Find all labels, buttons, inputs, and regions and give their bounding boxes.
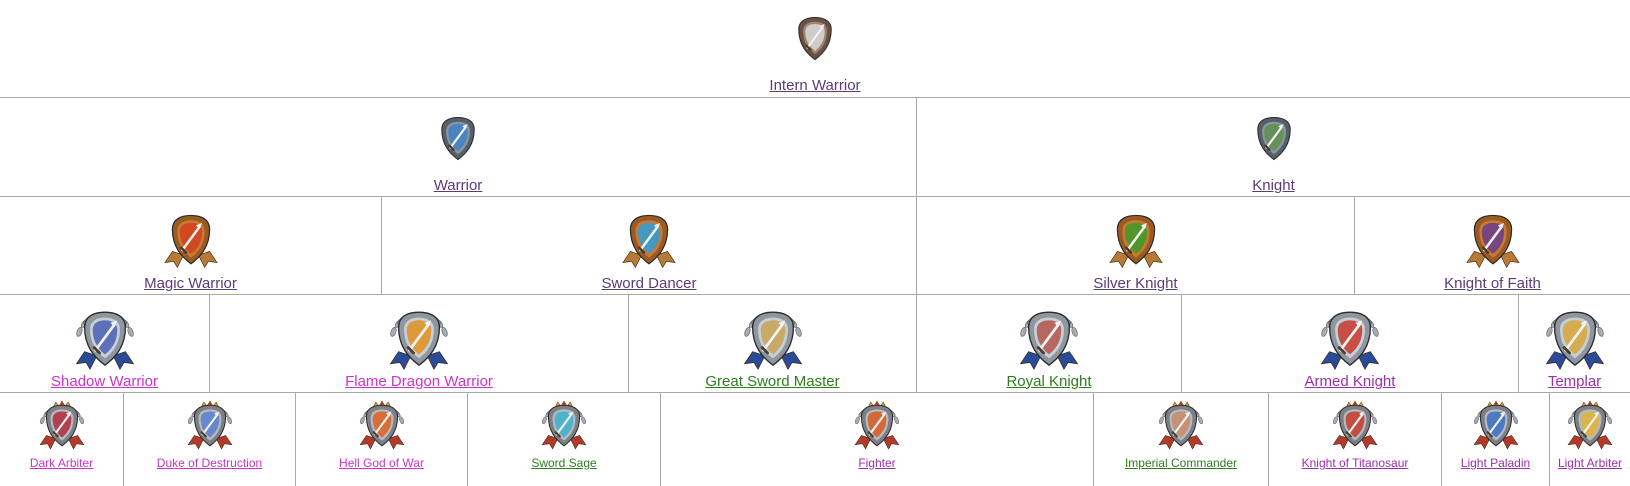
class-link-flame-dragon-warrior[interactable]: Flame Dragon Warrior	[345, 373, 493, 390]
starry-lance-icon[interactable]	[1462, 208, 1524, 270]
class-node-fighter[interactable]: Fighter	[660, 393, 1093, 486]
class-node-shadow-warrior[interactable]: Shadow Warrior	[0, 295, 209, 393]
class-link-sword-dancer[interactable]: Sword Dancer	[601, 275, 697, 292]
tier-row-1: Intern Warrior	[0, 0, 1630, 97]
shadow-warrior-icon[interactable]	[71, 304, 139, 372]
light-arbiter-icon[interactable]	[1564, 399, 1616, 451]
class-link-light-arbiter[interactable]: Light Arbiter	[1557, 456, 1623, 470]
sword-sage-icon[interactable]	[538, 399, 590, 451]
class-link-royal-knight[interactable]: Royal Knight	[1006, 373, 1092, 390]
fighter-icon[interactable]	[851, 399, 903, 451]
class-node-flame-dragon-warrior[interactable]: Flame Dragon Warrior	[209, 295, 628, 393]
class-link-silver-knight[interactable]: Silver Knight	[1093, 275, 1178, 292]
class-link-magic-warrior[interactable]: Magic Warrior	[144, 275, 237, 292]
class-link-intern-warrior[interactable]: Intern Warrior	[769, 77, 861, 94]
imperial-commander-icon[interactable]	[1155, 399, 1207, 451]
class-node-warrior[interactable]: Warrior	[0, 98, 916, 197]
class-node-hell-god-of-war[interactable]: Hell God of War	[295, 393, 467, 486]
dark-arbiter-icon[interactable]	[36, 399, 88, 451]
class-node-dark-arbiter[interactable]: Dark Arbiter	[0, 393, 123, 486]
class-node-intern-warrior[interactable]: Intern Warrior	[0, 0, 1630, 97]
armed-knight-icon[interactable]	[1316, 304, 1384, 372]
class-node-knight-of-titanosaur[interactable]: Knight of Titanosaur	[1268, 393, 1441, 486]
class-node-templar[interactable]: Templar	[1518, 295, 1630, 393]
dagger-icon[interactable]	[788, 11, 842, 65]
hell-god-icon[interactable]	[356, 399, 408, 451]
class-node-light-paladin[interactable]: Light Paladin	[1441, 393, 1549, 486]
class-link-armed-knight[interactable]: Armed Knight	[1304, 373, 1396, 390]
class-node-great-sword-master[interactable]: Great Sword Master	[628, 295, 916, 393]
great-sword-icon[interactable]	[739, 304, 807, 372]
class-node-light-arbiter[interactable]: Light Arbiter	[1549, 393, 1630, 486]
class-node-duke-of-destruction[interactable]: Duke of Destruction	[123, 393, 295, 486]
green-beast-icon[interactable]	[1105, 208, 1167, 270]
class-node-magic-warrior[interactable]: Magic Warrior	[0, 197, 381, 295]
flame-sword-icon[interactable]	[160, 208, 222, 270]
class-link-sword-sage[interactable]: Sword Sage	[531, 456, 597, 470]
class-node-knight-of-faith[interactable]: Knight of Faith	[1354, 197, 1630, 295]
class-link-dark-arbiter[interactable]: Dark Arbiter	[29, 456, 94, 470]
class-link-knight[interactable]: Knight	[1252, 177, 1295, 194]
class-node-silver-knight[interactable]: Silver Knight	[916, 197, 1354, 295]
class-link-knight-of-titanosaur[interactable]: Knight of Titanosaur	[1301, 456, 1409, 470]
class-node-knight[interactable]: Knight	[916, 98, 1630, 197]
tier-row-5: Dark Arbiter Duke of Destruction Hell God …	[0, 392, 1630, 486]
class-node-imperial-commander[interactable]: Imperial Commander	[1093, 393, 1268, 486]
tier-row-3: Magic Warrior Sword Dancer Silver Knight Kn…	[0, 196, 1630, 295]
tier-row-4: Shadow Warrior Flame Dragon Warrior Great …	[0, 294, 1630, 393]
class-node-sword-sage[interactable]: Sword Sage	[467, 393, 660, 486]
class-link-warrior[interactable]: Warrior	[433, 177, 483, 194]
class-link-hell-god-of-war[interactable]: Hell God of War	[339, 456, 424, 470]
blue-blade-icon[interactable]	[618, 208, 680, 270]
lance-icon[interactable]	[1247, 111, 1301, 165]
class-link-imperial-commander[interactable]: Imperial Commander	[1124, 456, 1238, 470]
class-link-knight-of-faith[interactable]: Knight of Faith	[1444, 275, 1541, 292]
class-node-sword-dancer[interactable]: Sword Dancer	[381, 197, 916, 295]
duke-destruction-icon[interactable]	[184, 399, 236, 451]
class-node-armed-knight[interactable]: Armed Knight	[1181, 295, 1518, 393]
spear-icon[interactable]	[431, 111, 485, 165]
class-link-light-paladin[interactable]: Light Paladin	[1460, 456, 1531, 470]
class-link-shadow-warrior[interactable]: Shadow Warrior	[51, 373, 158, 390]
class-link-duke-of-destruction[interactable]: Duke of Destruction	[156, 456, 263, 470]
light-paladin-icon[interactable]	[1470, 399, 1522, 451]
titanosaur-icon[interactable]	[1329, 399, 1381, 451]
tier-row-2: Warrior Knight	[0, 97, 1630, 197]
flame-dragon-icon[interactable]	[385, 304, 453, 372]
class-link-great-sword-master[interactable]: Great Sword Master	[705, 373, 840, 390]
templar-cross-icon[interactable]	[1541, 304, 1609, 372]
class-node-royal-knight[interactable]: Royal Knight	[916, 295, 1181, 393]
royal-knight-icon[interactable]	[1015, 304, 1083, 372]
class-link-fighter[interactable]: Fighter	[858, 456, 896, 470]
class-link-templar[interactable]: Templar	[1547, 373, 1602, 390]
